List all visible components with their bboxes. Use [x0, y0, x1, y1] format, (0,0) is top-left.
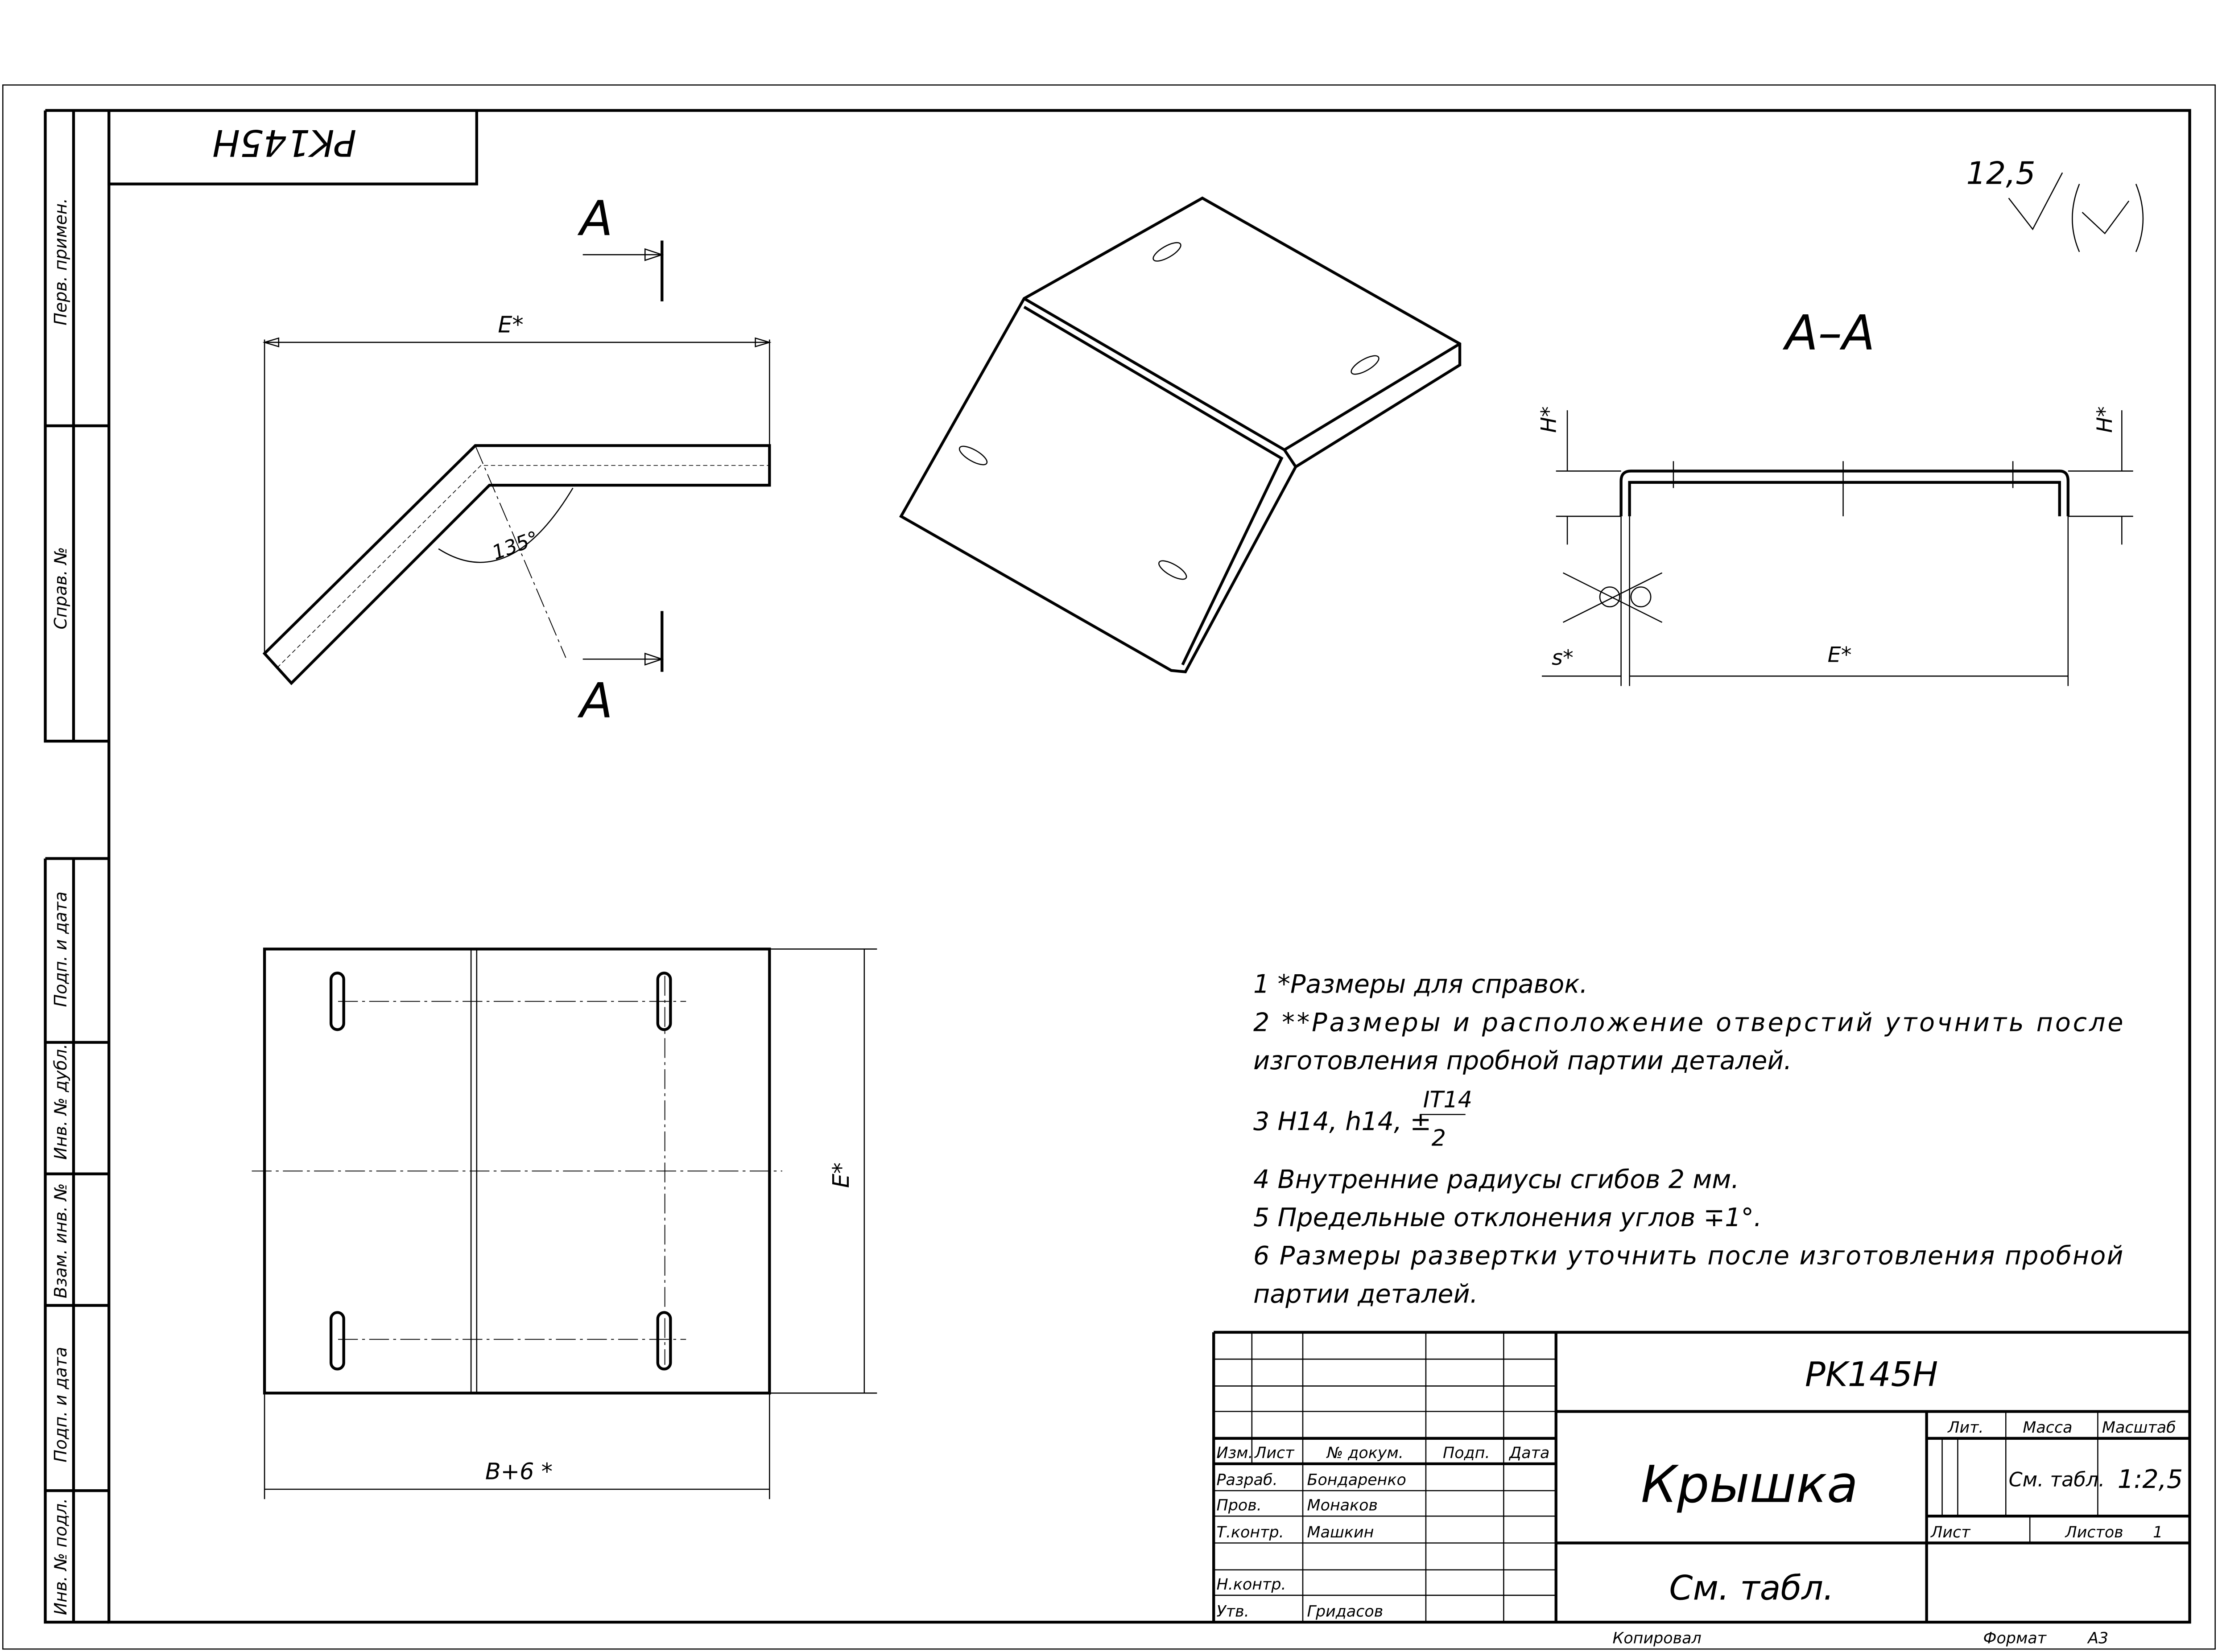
note-2: 2 **Размеры и расположение отверстий уто…: [1253, 1008, 2123, 1037]
note-2-cont: изготовления пробной партии деталей.: [1253, 1046, 1792, 1075]
section-mark-top: A: [577, 191, 613, 247]
header-list: Лист: [1254, 1444, 1295, 1462]
header-sign: Подп.: [1443, 1444, 1490, 1462]
material: См. табл.: [1669, 1568, 1834, 1607]
section-mark-bottom: A: [577, 673, 613, 729]
outer-frame: [2, 84, 2216, 1650]
note-3-numerator: IT14: [1423, 1087, 1473, 1113]
sidebar-label: Подп. и дата: [51, 891, 70, 1007]
mass-value: См. табл.: [2009, 1469, 2105, 1491]
scale-value: 1:2,5: [2118, 1465, 2183, 1494]
part-name: Крышка: [1641, 1455, 1858, 1514]
sidebar-label: Справ. №: [51, 547, 70, 630]
dim-height-label: E*: [828, 1162, 854, 1188]
sidebar-label: Взам. инв. №: [51, 1183, 70, 1298]
sheets-label: Листов: [2064, 1524, 2123, 1541]
side-view: E* 135° A A: [262, 191, 772, 729]
code-stamp-text: PK145H: [212, 121, 356, 164]
flat-pattern-view: E* B+6 *: [252, 948, 877, 1500]
note-3-denominator: 2: [1432, 1125, 1446, 1151]
note-4: 4 Внутренние радиусы сгибов 2 мм.: [1253, 1165, 1739, 1194]
dim-s-label: s*: [1552, 646, 1574, 670]
sidebar-label: Подп. и дата: [51, 1347, 70, 1462]
dim-width-label: B+6 *: [485, 1458, 553, 1485]
designation: PK145H: [1805, 1354, 1938, 1394]
format-label: Формат: [1983, 1630, 2047, 1648]
sheet-label: Лист: [1930, 1524, 1971, 1541]
role: Т.контр.: [1217, 1524, 1284, 1541]
person: Бондаренко: [1307, 1471, 1406, 1489]
sidebar-label: Инв. № дубл.: [51, 1044, 70, 1160]
role: Утв.: [1217, 1603, 1249, 1620]
role: Н.контр.: [1217, 1576, 1286, 1594]
section-title: A–A: [1783, 305, 1875, 361]
sidebar-label: Перв. примен.: [51, 198, 70, 325]
note-5: 5 Предельные отклонения углов ∓1°.: [1253, 1203, 1762, 1232]
person: Монаков: [1307, 1497, 1378, 1515]
note-6-cont: партии деталей.: [1253, 1279, 1478, 1309]
header-date: Дата: [1508, 1444, 1549, 1462]
dim-width-label: E*: [498, 312, 523, 338]
dim-h-left: H*: [1537, 406, 1561, 433]
angle-label: 135°: [489, 527, 542, 564]
copied-label: Копировал: [1613, 1630, 1702, 1648]
technical-notes: 1 *Размеры для справок. 2 **Размеры и ра…: [1253, 970, 2123, 1309]
title-block: PK145H Крышка См. табл. Изм. Лист № доку…: [1212, 1331, 2190, 1648]
format-value: A3: [2087, 1630, 2108, 1648]
note-6: 6 Размеры развертки уточнить после изгот…: [1253, 1241, 2123, 1271]
inner-frame: [107, 109, 2191, 1624]
lit-label: Лит.: [1947, 1419, 1983, 1437]
person: Гридасов: [1307, 1603, 1384, 1620]
header-izm: Изм.: [1217, 1444, 1253, 1462]
sheets-value: 1: [2153, 1524, 2163, 1541]
section-view: A–A H* H* s* E*: [1537, 305, 2133, 686]
scale-label: Масштаб: [2102, 1419, 2176, 1437]
roughness-value: 12,5: [1966, 156, 2035, 192]
note-3: 3 H14, h14, ±: [1253, 1107, 1431, 1136]
header-doc: № докум.: [1326, 1444, 1404, 1462]
sidebar-label: Инв. № подл.: [51, 1498, 70, 1615]
isometric-view: [899, 196, 1462, 674]
note-1: 1 *Размеры для справок.: [1253, 970, 1588, 999]
left-sidebar: Перв. примен. Справ. № Подп. и дата Инв.…: [44, 109, 109, 1624]
roughness-symbol: 12,5: [1966, 156, 2144, 252]
role: Пров.: [1217, 1497, 1262, 1515]
dim-width-label: E*: [1828, 643, 1852, 667]
role: Разраб.: [1217, 1471, 1278, 1489]
dim-h-right: H*: [2093, 406, 2117, 433]
mass-label: Масса: [2023, 1419, 2072, 1437]
person: Машкин: [1307, 1524, 1374, 1541]
code-stamp: [107, 109, 478, 185]
